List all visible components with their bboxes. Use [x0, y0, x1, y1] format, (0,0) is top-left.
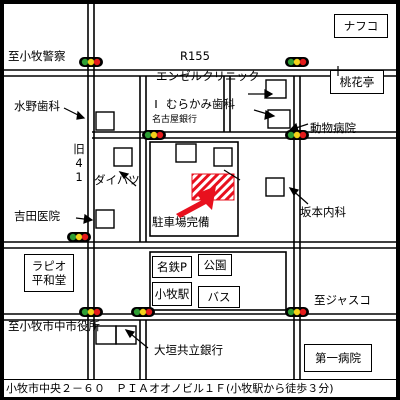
label-yoshida-clinic: 吉田医院: [14, 209, 60, 223]
bldg-murakami: [267, 109, 291, 129]
marker-layer: [63, 57, 339, 349]
box-nafuko: ナフコ: [334, 14, 388, 38]
label-to-city-hall: 至小牧市中市役所: [8, 319, 100, 333]
bldg-sakamoto: [265, 177, 285, 197]
bldg-yoshida: [95, 209, 115, 229]
destination-arrow-icon: [176, 186, 216, 218]
label-mizuno-dental: 水野歯科: [14, 99, 60, 113]
label-animal-hospital: 動物病院: [310, 121, 356, 135]
traffic-light-icon: [285, 307, 309, 317]
box-rabio-heiwado: ラピオ 平和堂: [24, 254, 74, 292]
bldg-daihatsu: [113, 147, 133, 167]
label-rabio: ラピオ: [31, 259, 67, 273]
traffic-light-icon: [285, 57, 309, 67]
bldg-nagoya-bank: [175, 143, 197, 163]
label-parking: 駐車場完備: [152, 215, 210, 229]
bldg-ogaki: [115, 325, 137, 345]
arrow-icon: [223, 169, 241, 181]
box-park: 公園: [198, 254, 232, 276]
road-layer: [4, 4, 396, 379]
access-map: R155 旧41 至小牧警察 至小牧市中市役所 至ジャスコ ナフコ 桃花亭 エン…: [4, 4, 396, 379]
bldg-parking: [213, 147, 233, 167]
label-murakami-dental: むらかみ歯科: [166, 97, 235, 111]
traffic-light-icon: [67, 232, 91, 242]
address-caption: 小牧市中央２－６０ ＰＩＡオオノビル１Ｆ(小牧駅から徒歩３分): [4, 380, 396, 397]
label-old-route: 旧41: [73, 142, 85, 184]
label-angel-clinic: エンゼルクリニック: [156, 69, 260, 83]
label-to-jusco: 至ジャスコ: [314, 293, 371, 307]
box-bus: バス: [198, 286, 240, 308]
bldg-mizuno: [95, 111, 115, 131]
bldg-angel: [265, 79, 287, 99]
box-komaki-station: 小牧駅: [152, 282, 192, 306]
traffic-signals: [67, 57, 309, 317]
label-ogaki-bank: 大垣共立銀行: [154, 343, 223, 357]
traffic-light-icon: [142, 130, 166, 140]
label-route: R155: [180, 49, 210, 63]
traffic-light-icon: [79, 57, 103, 67]
label-nagoya-bank: 名古屋銀行: [152, 115, 198, 125]
label-daihatsu: ダイハツ: [94, 173, 140, 187]
label-heiwado: 平和堂: [31, 273, 67, 287]
traffic-light-icon: [285, 130, 309, 140]
traffic-light-icon: [131, 307, 155, 317]
traffic-light-icon: [79, 307, 103, 317]
box-momohanatei: 桃花亭: [330, 70, 384, 94]
box-daiichi-hospital: 第一病院: [304, 344, 372, 372]
label-sakamoto-clinic: 坂本内科: [300, 205, 346, 219]
label-to-police: 至小牧警察: [8, 49, 66, 63]
bldg-city-hall: [95, 325, 117, 345]
box-meitetsu-p: 名鉄P: [152, 256, 192, 278]
